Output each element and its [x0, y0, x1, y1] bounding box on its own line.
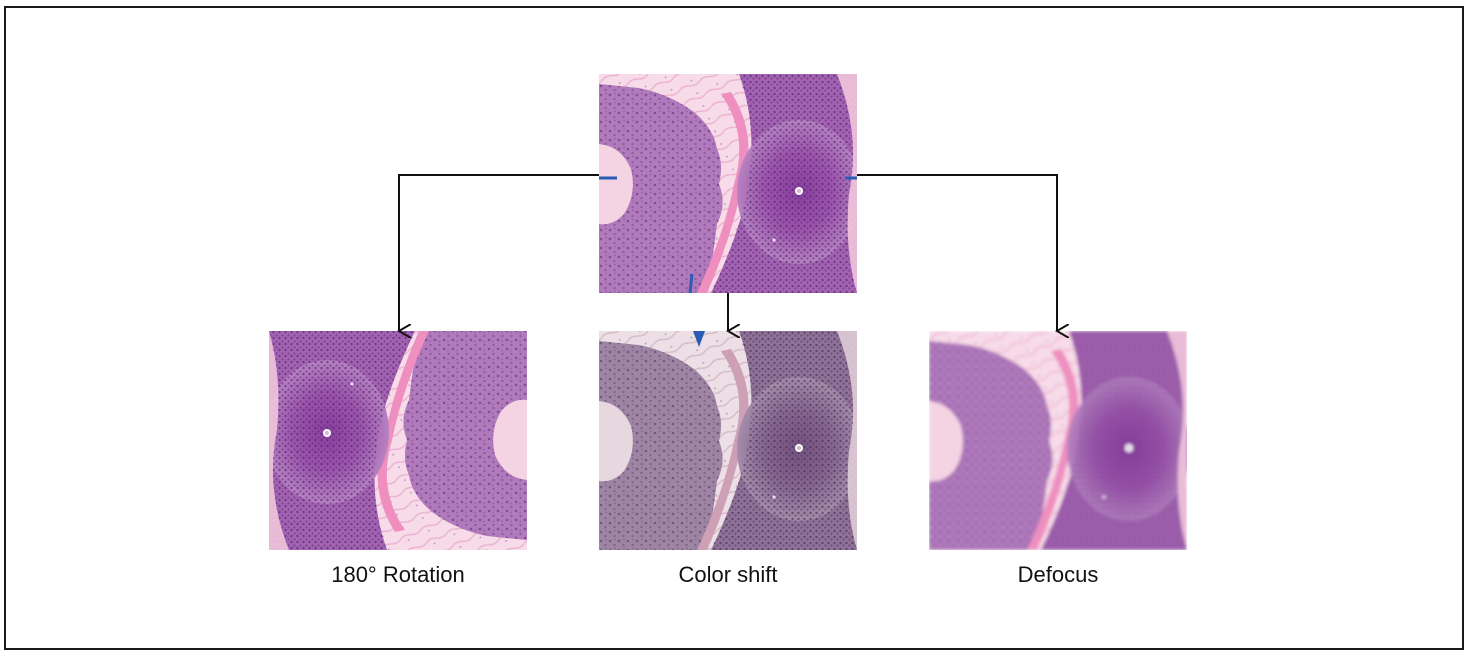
annotation-arrowhead	[693, 331, 705, 347]
caption-defocus: Defocus	[1017, 562, 1099, 587]
defocus-tile	[929, 331, 1187, 550]
original-tile	[599, 74, 857, 293]
colorshift-tile	[599, 331, 857, 550]
annotation-tick-bottom	[688, 273, 694, 293]
caption-rotation: 180° Rotation	[331, 562, 465, 587]
colorshifted-image	[599, 331, 857, 550]
original-image	[599, 74, 857, 293]
rotation-tile	[269, 331, 527, 550]
defocused-image	[929, 331, 1187, 550]
caption-colorshift: Color shift	[678, 562, 778, 587]
rotated-image	[269, 331, 527, 550]
